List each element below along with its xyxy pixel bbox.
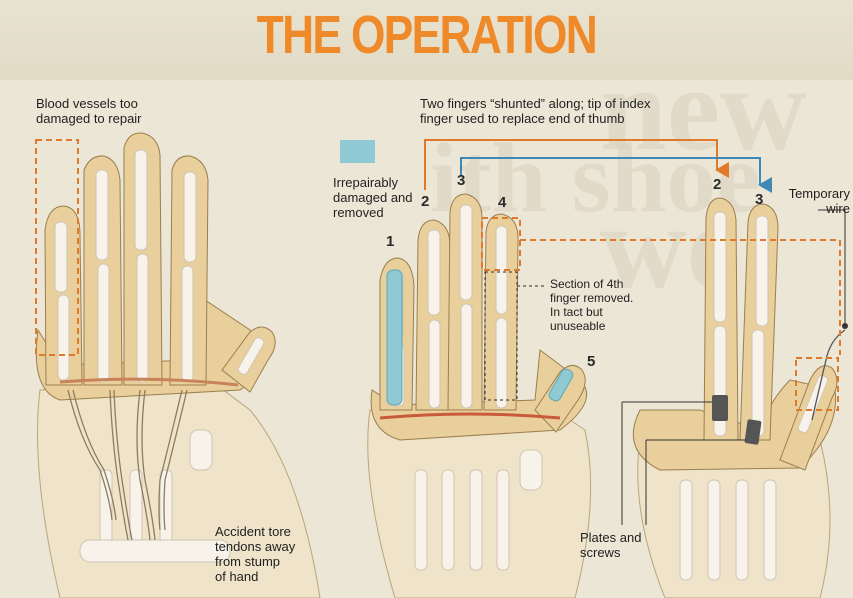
label-irreparable: Irrepairably damaged and removed	[333, 175, 413, 220]
label-shunted: Two fingers “shunted” along; tip of inde…	[420, 96, 651, 126]
label-temporary-wire: Temporary wire	[782, 186, 850, 216]
middle-hand	[368, 194, 591, 598]
finger-number-3: 3	[457, 172, 465, 189]
label-tendons: Accident tore tendons away from stump of…	[215, 524, 295, 584]
label-section-4th: Section of 4th finger removed. In tact b…	[550, 277, 633, 333]
right-hand	[622, 198, 848, 598]
finger-number-5: 5	[587, 353, 595, 370]
finger-number-1: 1	[386, 233, 394, 250]
label-plates: Plates and screws	[580, 530, 641, 560]
finger-number-right-3: 3	[755, 191, 763, 208]
removed-index-finger	[387, 270, 402, 405]
label-blood-vessels: Blood vessels too damaged to repair	[36, 96, 142, 126]
finger-number-4: 4	[498, 194, 506, 211]
finger-number-2: 2	[421, 193, 429, 210]
finger-number-right-2: 2	[713, 176, 721, 193]
legend-removed-swatch	[340, 140, 375, 163]
plate-1	[712, 395, 728, 421]
